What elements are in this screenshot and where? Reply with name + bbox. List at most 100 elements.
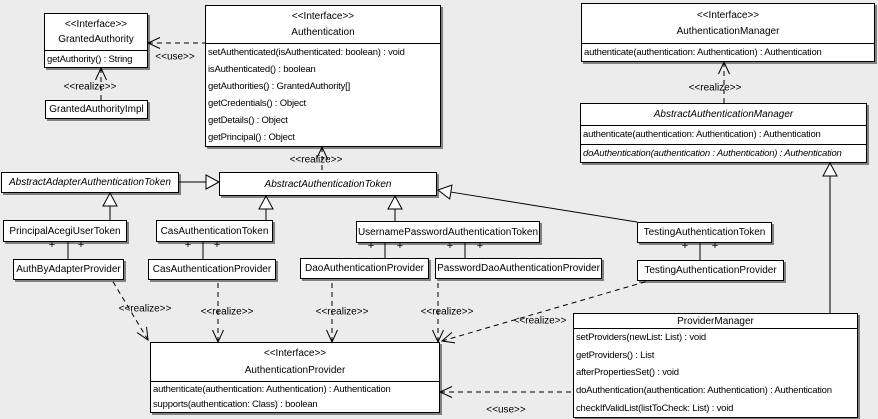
class-cas-authentication-token[interactable]: CasAuthenticationToken (156, 220, 273, 242)
method: authenticate(authentication: Authenticat… (153, 384, 391, 395)
class-title-compartment: <<Interface>>Authentication (206, 6, 440, 44)
class-title-compartment: ProviderManager (574, 314, 857, 329)
class-name: TestingAuthenticationToken (643, 227, 766, 238)
hollow-triangle-arrowhead-icon (102, 191, 118, 207)
association-end-plus-label: + (77, 239, 85, 251)
class-name: AuthenticationProvider (244, 364, 346, 376)
edge-gen-abstractadaptertoken-abstractauthtoken[interactable] (179, 174, 221, 190)
edge-realize-abstractauthmanager-authmanager[interactable] (718, 60, 730, 103)
association-end-plus-label: + (367, 240, 375, 252)
class-title-compartment: TestingAuthenticationToken (638, 223, 771, 242)
class-name: AbstractAuthenticationManager (653, 109, 794, 120)
class-title-compartment: <<Interface>>GrantedAuthority (45, 14, 147, 51)
edge-use-providermanager-authprovider[interactable] (438, 386, 573, 398)
edge-gen-castoken-abstractauthtoken[interactable] (258, 194, 274, 220)
edge-realize-abstractauthtoken-authentication[interactable] (316, 145, 328, 172)
class-name: GrantedAuthorityImpl (49, 104, 144, 115)
realize-stereotype-label: <<realize>> (200, 306, 254, 318)
class-username-password-authentication-token[interactable]: UsernamePasswordAuthenticationToken (356, 221, 540, 243)
class-title-compartment: AbstractAuthenticationManager (581, 104, 866, 126)
method: getDetails() : Object (208, 115, 288, 126)
edge-use-authentication-to-grantedauthority[interactable] (146, 37, 205, 49)
class-granted-authority[interactable]: <<Interface>>GrantedAuthority getAuthorit… (44, 13, 148, 68)
association-end-plus-label: + (213, 239, 221, 251)
method: authenticate(authentication: Authenticat… (584, 47, 822, 58)
association-end-plus-label: + (396, 240, 404, 252)
method: doAuthentication(authentication: Authent… (576, 385, 832, 397)
edge-realize-grantedauthorityimpl-grantedauthority[interactable] (95, 66, 107, 100)
edge-realize-authbyadapterprovider-authprovider[interactable] (111, 279, 149, 342)
class-title-compartment: GrantedAuthorityImpl (46, 101, 147, 118)
association-end-plus-label: + (681, 240, 689, 252)
class-authentication[interactable]: <<Interface>>Authentication setAuthentica… (205, 5, 441, 147)
edge-gen-providermanager-abstractauthmanager[interactable] (822, 161, 838, 313)
class-title-compartment: CasAuthenticationProvider (149, 260, 275, 279)
method: afterPropertiesSet() : void (576, 367, 679, 379)
edge-gen-testingtoken-abstractauthtoken[interactable] (436, 184, 638, 223)
edge-gen-usernamepasswordtoken-abstractauthtoken[interactable] (387, 194, 403, 221)
class-name: AbstractAuthenticationToken (264, 178, 392, 190)
edge-gen-principalacegitoken-abstractadaptertoken[interactable] (102, 191, 118, 220)
class-auth-by-adapter-provider[interactable]: AuthByAdapterProvider (13, 259, 124, 280)
method: doAuthentication(authentication : Authen… (581, 143, 866, 163)
class-title-compartment: AbstractAdapterAuthenticationToken (2, 173, 178, 192)
class-methods-compartment: getAuthority() : String (45, 51, 147, 67)
hollow-triangle-arrowhead-icon (387, 194, 403, 210)
class-stereotype: <<Interface>> (64, 18, 128, 30)
association-end-plus-label: + (48, 239, 56, 251)
edge-realize-testingprovider-authprovider[interactable] (440, 280, 649, 344)
class-name: PasswordDaoAuthenticationProvider (437, 263, 600, 274)
realize-stereotype-label: <<realize>> (118, 303, 172, 315)
edge-line (450, 191, 638, 223)
class-abstract-authentication-token[interactable]: AbstractAuthenticationToken (219, 172, 437, 196)
class-name: CasAuthenticationProvider (152, 264, 272, 275)
class-testing-authentication-token[interactable]: TestingAuthenticationToken (637, 222, 772, 243)
class-dao-authentication-provider[interactable]: DaoAuthenticationProvider (300, 258, 429, 279)
class-principal-acegi-user-token[interactable]: PrincipalAcegiUserToken (3, 220, 127, 242)
hollow-triangle-arrowhead-icon (258, 194, 274, 210)
hollow-triangle-arrowhead-icon (205, 174, 221, 190)
class-title-compartment: DaoAuthenticationProvider (301, 259, 428, 278)
class-testing-authentication-provider[interactable]: TestingAuthenticationProvider (637, 260, 784, 281)
class-name: PrincipalAcegiUserToken (9, 225, 121, 237)
method: setProviders(newList: List) : void (576, 332, 706, 344)
method: getPrincipal() : Object (208, 132, 295, 143)
method: authenticate(authentication: Authenticat… (583, 129, 821, 141)
class-abstract-adapter-authentication-token[interactable]: AbstractAdapterAuthenticationToken (1, 172, 179, 193)
method: setAuthenticated(isAuthenticated: boolea… (208, 47, 405, 58)
association-end-plus-label: + (446, 240, 454, 252)
class-abstract-authentication-manager[interactable]: AbstractAuthenticationManager authenticat… (580, 103, 867, 163)
association-end-plus-label: + (476, 240, 484, 252)
method: getCredentials() : Object (208, 98, 306, 109)
class-title-compartment: AuthByAdapterProvider (14, 260, 123, 279)
method: getProviders() : List (576, 349, 655, 361)
method: supports(authentication: Class) : boolea… (153, 399, 318, 410)
hollow-triangle-arrowhead-icon (436, 184, 453, 200)
class-name: AuthByAdapterProvider (16, 264, 121, 275)
class-methods-compartment: setAuthenticated(isAuthenticated: boolea… (206, 44, 440, 146)
class-title-compartment: AbstractAuthenticationToken (220, 173, 436, 195)
class-cas-authentication-provider[interactable]: CasAuthenticationProvider (148, 259, 276, 280)
realize-stereotype-label: <<realize>> (420, 306, 474, 318)
edge-line (111, 279, 149, 341)
realize-stereotype-label: <<realize>> (315, 306, 369, 318)
class-name: UsernamePasswordAuthenticationToken (357, 226, 539, 238)
class-methods-compartment: authenticate(authentication: Authenticat… (581, 126, 866, 162)
method: isAuthenticated() : boolean (208, 64, 316, 75)
class-granted-authority-impl[interactable]: GrantedAuthorityImpl (45, 100, 148, 119)
method: getAuthority() : String (47, 53, 133, 65)
class-methods-compartment: authenticate(authentication: Authenticat… (582, 44, 874, 61)
class-stereotype: <<Interface>> (291, 11, 355, 22)
class-stereotype: <<Interface>> (696, 9, 760, 21)
class-name: AbstractAdapterAuthenticationToken (9, 177, 171, 188)
method: checkIfValidList(listToCheck: List) : vo… (576, 402, 734, 414)
class-name: DaoAuthenticationProvider (305, 263, 424, 274)
class-methods-compartment: setProviders(newList: List) : void getPro… (574, 329, 857, 417)
class-password-dao-authentication-provider[interactable]: PasswordDaoAuthenticationProvider (435, 258, 602, 279)
association-end-plus-label: + (184, 239, 192, 251)
